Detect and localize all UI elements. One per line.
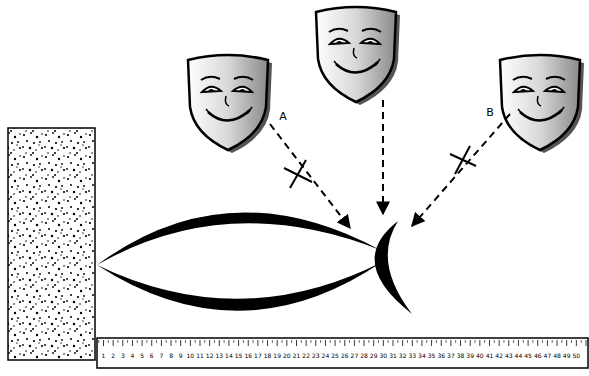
scale-number: 39 xyxy=(466,353,474,359)
mask-face xyxy=(316,7,400,105)
scale-number: 31 xyxy=(389,353,397,359)
scale-number: 35 xyxy=(428,353,436,359)
scale-number: 45 xyxy=(524,353,532,359)
scale-number: 13 xyxy=(215,353,223,359)
scale-number: 47 xyxy=(544,353,552,359)
scale-number: 24 xyxy=(322,353,330,359)
scale-number: 46 xyxy=(534,353,542,359)
scale-number: 41 xyxy=(486,353,494,359)
scale-number: 18 xyxy=(264,353,272,359)
scale-number: 38 xyxy=(457,353,465,359)
scale-number: 37 xyxy=(447,353,455,359)
cross-mark xyxy=(284,146,476,188)
scale-number: 33 xyxy=(408,353,416,359)
scale-number: 43 xyxy=(505,353,513,359)
scale-number: 49 xyxy=(563,353,571,359)
scale-number: 16 xyxy=(244,353,252,359)
scale-number: 30 xyxy=(380,353,388,359)
scale-number: 27 xyxy=(351,353,359,359)
scale-number: 15 xyxy=(235,353,243,359)
sight-lines xyxy=(270,100,510,228)
scale-number: 11 xyxy=(196,353,204,359)
scale-number: 48 xyxy=(553,353,561,359)
scale-number: 12 xyxy=(206,353,214,359)
scale-number: 5 xyxy=(140,353,144,359)
callout-letter: A xyxy=(279,111,287,122)
scale-number: 25 xyxy=(331,353,339,359)
mask-face xyxy=(188,55,272,153)
scale-number: 28 xyxy=(360,353,368,359)
scale-number: 1 xyxy=(102,353,106,359)
scale-number: 10 xyxy=(187,353,195,359)
fish-shape xyxy=(97,212,412,314)
scale-number: 23 xyxy=(312,353,320,359)
scale-number: 8 xyxy=(169,353,173,359)
scale-number: 20 xyxy=(283,353,291,359)
scale-number: 22 xyxy=(302,353,310,359)
scale-number: 36 xyxy=(437,353,445,359)
scale-number: 50 xyxy=(573,353,581,359)
callout-letter: B xyxy=(486,107,494,118)
scale-number: 19 xyxy=(273,353,281,359)
scale-number: 26 xyxy=(341,353,349,359)
scale-number: 9 xyxy=(179,353,183,359)
scale-number: 7 xyxy=(159,353,163,359)
scale-number: 4 xyxy=(131,353,135,359)
wall xyxy=(8,128,95,360)
scale-number: 29 xyxy=(370,353,378,359)
scale-number: 2 xyxy=(111,353,115,359)
scale-number: 21 xyxy=(293,353,301,359)
scale-number: 32 xyxy=(399,353,407,359)
scale-number: 40 xyxy=(476,353,484,359)
scale-number: 34 xyxy=(418,353,426,359)
ruler-ticks xyxy=(98,339,587,349)
scale-number: 14 xyxy=(225,353,233,359)
mask-face xyxy=(500,55,584,153)
scale-number: 6 xyxy=(150,353,154,359)
scale-number: 42 xyxy=(495,353,503,359)
scale-number: 17 xyxy=(254,353,262,359)
scale-number: 3 xyxy=(121,353,125,359)
scale-number: 44 xyxy=(515,353,523,359)
ruler xyxy=(97,338,588,368)
wall xyxy=(8,128,95,360)
